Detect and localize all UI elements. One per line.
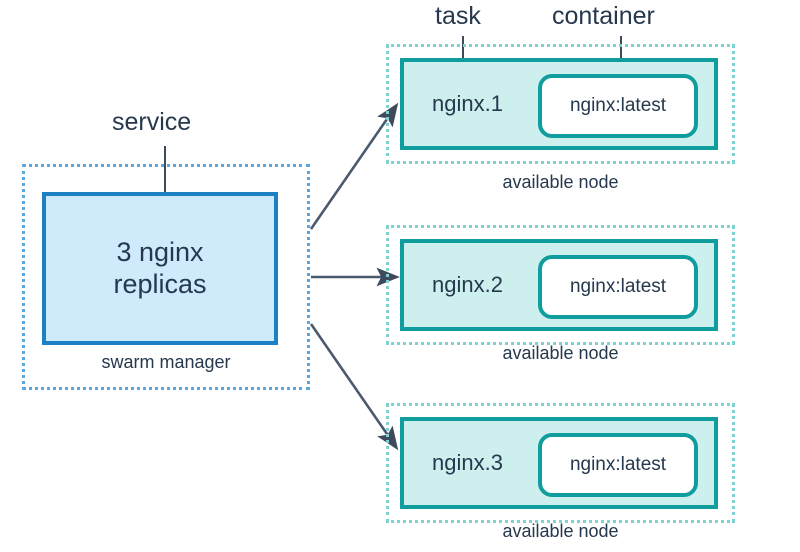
- task-label-1: nginx.1: [432, 91, 503, 116]
- container-box-3[interactable]: nginx:latest: [538, 433, 698, 497]
- task-box-3[interactable]: nginx.3 nginx:latest: [400, 417, 718, 509]
- swarm-manager-group: [22, 164, 310, 390]
- arrow-manager-to-node-3: [309, 323, 399, 451]
- annotation-label-task: task: [435, 2, 481, 30]
- annotation-label-service: service: [112, 108, 192, 136]
- container-image-label-1: nginx:latest: [569, 95, 667, 116]
- container-box-1[interactable]: nginx:latest: [538, 74, 698, 138]
- swarm-manager-caption: swarm manager: [101, 352, 231, 372]
- task-label-2: nginx.2: [432, 272, 503, 297]
- container-image-label-3: nginx:latest: [569, 454, 667, 475]
- task-box-2[interactable]: nginx.2 nginx:latest: [400, 239, 718, 331]
- node-caption-3: available node: [502, 521, 619, 541]
- arrow-manager-to-node-1: [309, 102, 399, 230]
- available-node-group-1: [386, 44, 735, 164]
- service-box-label: 3 nginx replicas: [113, 236, 207, 299]
- container-box-2[interactable]: nginx:latest: [538, 255, 698, 319]
- leader-line-service: [164, 146, 166, 232]
- task-box-1[interactable]: nginx.1 nginx:latest: [400, 58, 718, 150]
- service-box[interactable]: 3 nginx replicas: [42, 192, 278, 345]
- container-image-label-2: nginx:latest: [569, 276, 667, 297]
- node-caption-1: available node: [502, 172, 619, 192]
- annotation-label-container: container: [552, 2, 655, 30]
- available-node-group-2: [386, 225, 735, 345]
- node-caption-2: available node: [502, 343, 619, 363]
- task-label-3: nginx.3: [432, 450, 503, 475]
- available-node-group-3: [386, 403, 735, 523]
